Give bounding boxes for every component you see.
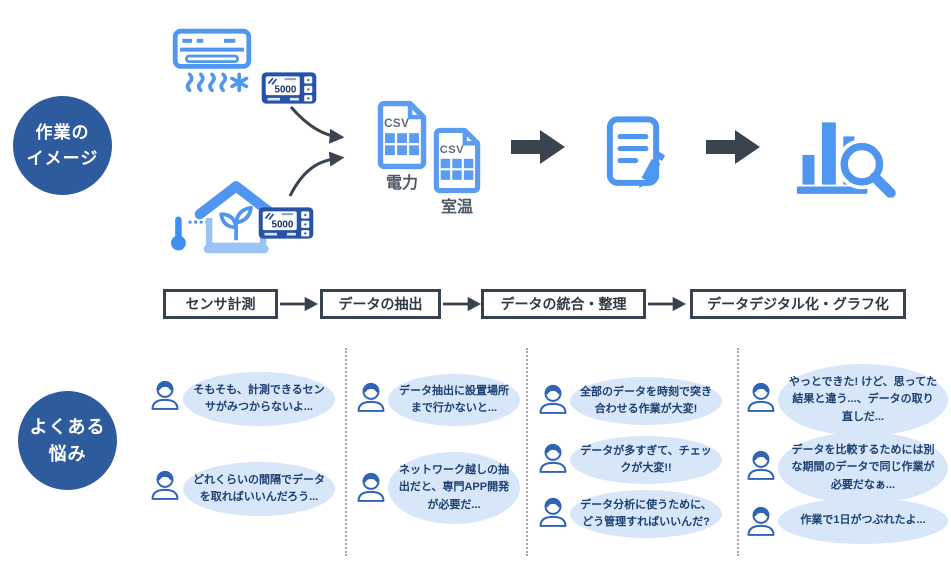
common-troubles-badge-line1: よくある: [29, 416, 106, 437]
curved-arrow-top-icon: [289, 106, 345, 144]
block-arrow-icon-1: [511, 129, 565, 165]
work-image-badge: 作業の イメージ: [13, 96, 112, 195]
person-icon: [356, 380, 386, 412]
csv-file-icon-room-temp: [432, 127, 482, 194]
curved-arrow-bottom-icon: [288, 151, 345, 197]
flow-arrow-icon-2: [443, 293, 481, 315]
trouble-bubble: データが多すぎて、チェックが大変!!: [570, 436, 722, 484]
csv-file-icon-power: [376, 100, 428, 170]
trouble-bubble: 全部のデータを時刻で突き合わせる作業が大変!: [570, 377, 722, 425]
csv-caption-power: 電力: [385, 175, 418, 192]
air-conditioner-icon: [172, 28, 252, 92]
trouble-bubble: どれくらいの間隔でデータを取ればいいんだろう...: [183, 462, 335, 516]
process-step-digitization-graphing: データデジタル化・グラフ化: [690, 289, 906, 319]
block-arrow-icon-2: [706, 129, 760, 165]
flow-arrow-icon-1: [280, 293, 318, 315]
document-edit-icon: [597, 111, 669, 193]
work-image-badge-line1: 作業の: [35, 123, 90, 142]
power-meter-icon-top: [260, 71, 318, 105]
person-icon: [356, 470, 386, 502]
flow-arrow-icon-3: [648, 293, 686, 315]
person-icon: [538, 441, 568, 473]
trouble-bubble: やっとできた! けど、思ってた結果と違う...、データの取り直しだ...: [778, 364, 948, 436]
common-troubles-badge: よくある 悩み: [18, 391, 117, 490]
trouble-bubble: データ抽出に設置場所まで行かないと...: [388, 374, 520, 426]
trouble-bubble: 作業で1日がつぶれたよ...: [778, 498, 948, 544]
common-troubles-badge-line2: 悩み: [48, 443, 87, 464]
person-icon: [538, 382, 568, 414]
column-separator-1: [345, 348, 347, 556]
process-step-data-integration: データの統合・整理: [481, 289, 646, 319]
column-separator-3: [737, 348, 739, 556]
person-icon: [746, 504, 776, 536]
power-meter-icon-bottom: [257, 206, 315, 240]
trouble-bubble: ネットワーク越しの抽出だと、専門APP開発が必要だ...: [388, 452, 520, 524]
work-image-badge-line2: イメージ: [26, 148, 99, 168]
person-icon: [150, 468, 180, 500]
process-step-data-extraction: データの抽出: [320, 289, 441, 319]
process-step-sensor-measurement: センサ計測: [163, 289, 278, 319]
trouble-bubble: そもそも、計測できるセンサがみつからないよ...: [183, 372, 335, 426]
person-icon: [538, 495, 568, 527]
column-separator-2: [526, 348, 528, 556]
csv-caption-room-temp: 室温: [440, 199, 473, 216]
trouble-bubble: データを比較するためには別な期間のデータで同じ作業が必要だなぁ...: [778, 432, 948, 504]
person-icon: [746, 380, 776, 412]
trouble-bubble: データ分析に使うために、どう管理すればいいんだ?: [570, 490, 722, 538]
person-icon: [150, 378, 180, 410]
chart-magnifier-icon: [795, 110, 899, 198]
person-icon: [746, 448, 776, 480]
